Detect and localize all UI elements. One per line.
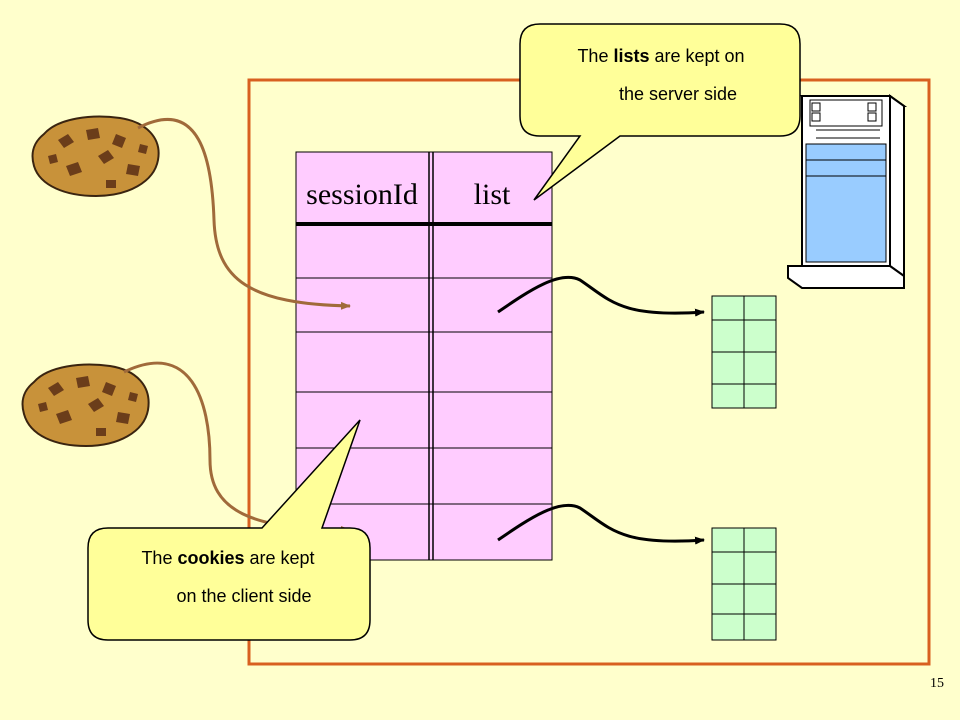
cookie-icon <box>21 363 150 448</box>
session-table-header-list: list <box>474 178 511 211</box>
client-side-callout: The cookies are kept on the client side <box>87 419 371 641</box>
cart-list-2 <box>711 527 777 641</box>
server-callout-line2: the server side <box>619 84 737 104</box>
page-number: 15 <box>930 676 944 691</box>
client-callout-line2: on the client side <box>176 586 311 606</box>
server-side-callout: The lists are kept on the server side <box>519 23 801 201</box>
session-table-header-sessionid: sessionId <box>306 178 418 211</box>
session-table: sessionId list <box>295 151 553 561</box>
cookie-link-string <box>137 118 351 310</box>
server-tower-icon <box>787 94 908 289</box>
client-callout-line1: The cookies are kept <box>141 548 314 568</box>
server-callout-line1: The lists are kept on <box>577 46 744 66</box>
cart-list-1 <box>711 295 777 409</box>
list-pointer-arrow-2 <box>497 503 705 545</box>
list-pointer-arrow-1 <box>497 275 705 317</box>
cookie-icon <box>31 115 160 198</box>
